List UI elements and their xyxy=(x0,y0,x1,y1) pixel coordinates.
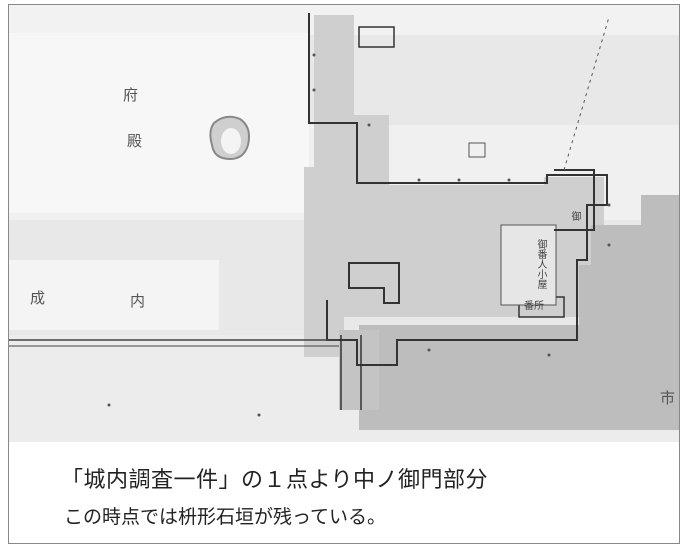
caption-area: 「城内調査一件」の１点より中ノ御門部分 この時点では枡形石垣が残っている。 xyxy=(9,442,679,543)
map-label-nai: 内 xyxy=(128,293,146,308)
map-label-den: 殿 xyxy=(125,133,143,148)
map-label-bansho: 番所 xyxy=(524,301,544,312)
historical-castle-map: 府 殿 内 成 御番人小屋 番所 御 市 xyxy=(9,5,679,442)
map-label-ichi: 市 xyxy=(658,390,676,405)
caption-note: この時点では枡形石垣が残っている。 xyxy=(64,506,387,528)
outline-masugata xyxy=(348,262,400,304)
shaded-lower-strip xyxy=(339,330,379,410)
outline-guard-hut xyxy=(500,224,557,306)
map-label-sei: 成 xyxy=(28,290,46,305)
stone-oval-inner xyxy=(221,128,241,154)
map-label-go: 御 xyxy=(569,211,580,221)
outline-small-square xyxy=(468,142,486,158)
shaded-lower-right xyxy=(359,195,679,430)
caption-title: 「城内調査一件」の１点より中ノ御門部分 xyxy=(61,468,489,493)
figure-frame: 府 殿 内 成 御番人小屋 番所 御 市 「城内調査一件」の１点より中ノ御門部分… xyxy=(8,4,680,544)
map-drawing xyxy=(9,5,679,442)
survey-dots xyxy=(107,53,611,417)
outline-top-tower xyxy=(358,26,395,48)
outline-corner-right xyxy=(554,169,595,231)
map-label-fu: 府 xyxy=(121,87,139,102)
outline-main xyxy=(308,13,608,366)
left-block-top xyxy=(9,33,309,213)
dashed-survey-line xyxy=(563,16,610,171)
map-label-guard-hut: 御番人小屋 xyxy=(535,239,546,289)
left-block-bottom xyxy=(9,260,219,330)
